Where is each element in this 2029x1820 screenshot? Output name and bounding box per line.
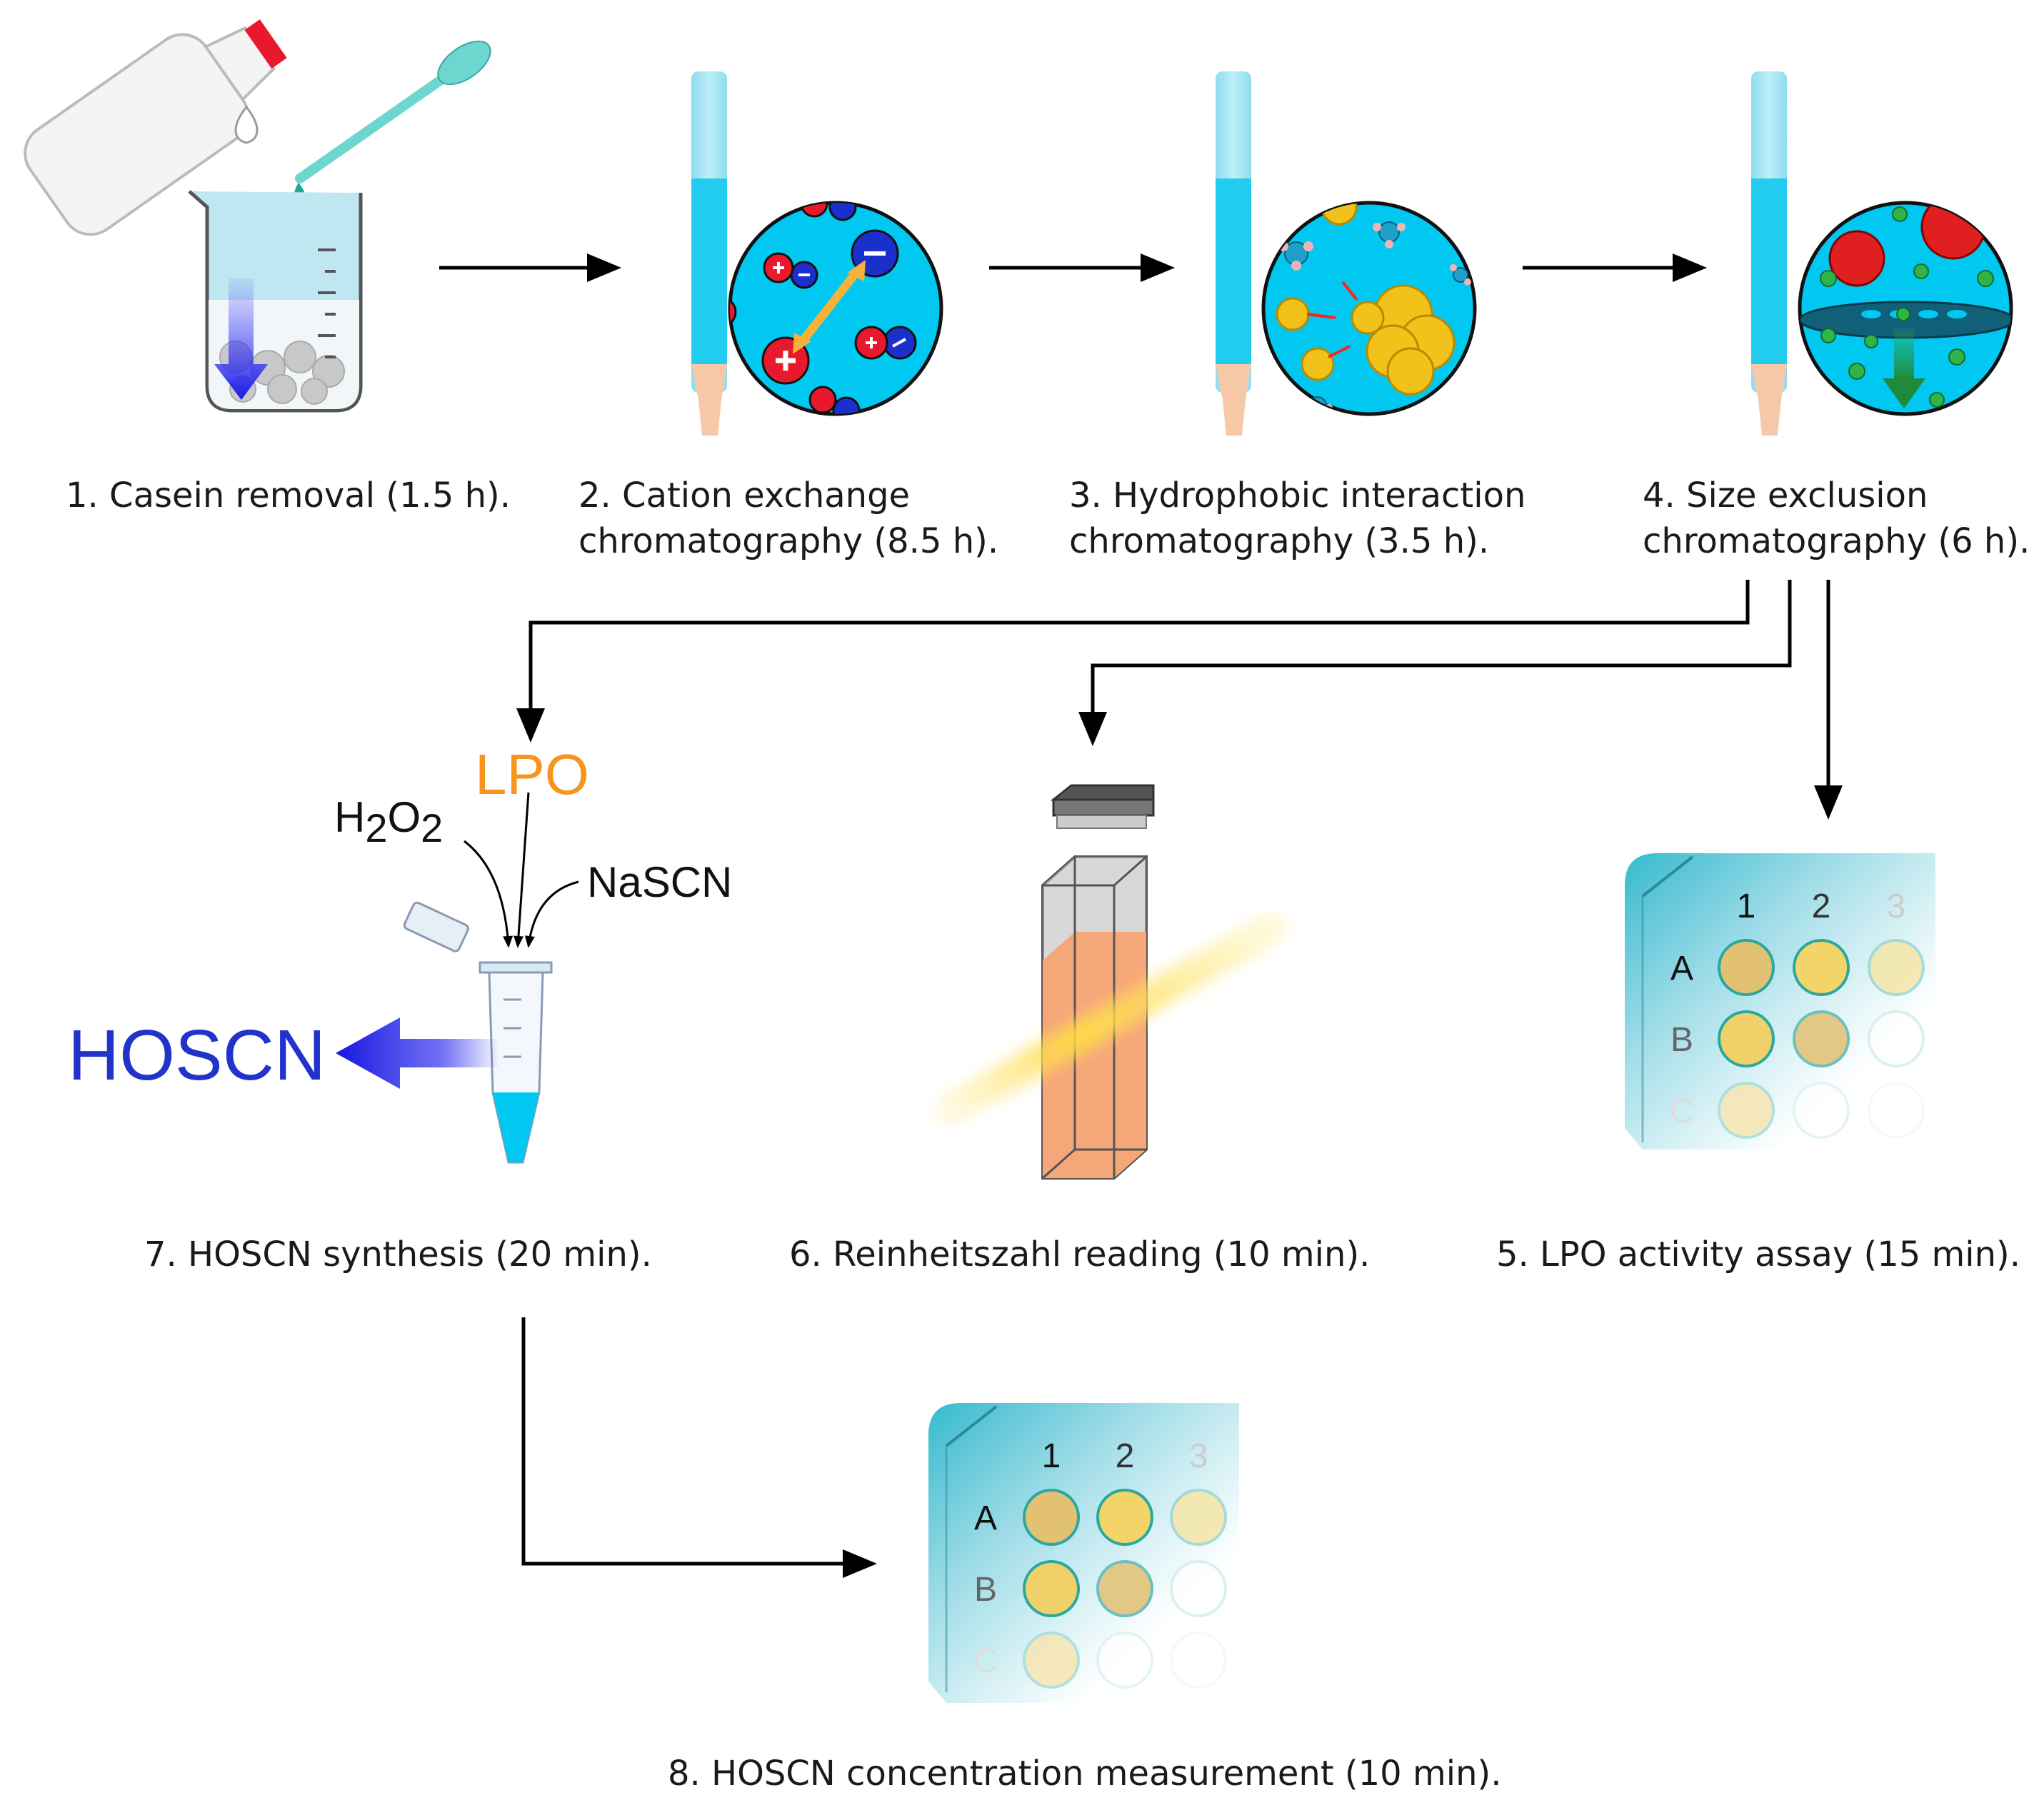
well-plate-icon-2: 1 2 3 A B C (928, 1403, 1239, 1703)
plate-col-1: 1 (1737, 888, 1756, 925)
h2o2-sub-2: 2 (421, 805, 443, 850)
nascn-label: NaSCN (587, 858, 732, 906)
hoscn-label: HOSCN (68, 1015, 326, 1095)
branch-arrows (516, 580, 1843, 1578)
plate2-row-b: B (974, 1571, 997, 1609)
step-4-caption-line-2: chromatography (6 h). (1643, 521, 2029, 561)
step-7-caption: 7. HOSCN synthesis (20 min). (144, 1235, 652, 1274)
plate-col-2: 2 (1812, 888, 1831, 925)
step-4-caption-line-1: 4. Size exclusion (1643, 476, 1928, 516)
cation-exchange-icon (691, 71, 943, 436)
step-8-caption: 8. HOSCN concentration measurement (10 m… (668, 1754, 1502, 1794)
h2o2-h: H (334, 793, 365, 841)
plate-row-a: A (1670, 950, 1693, 987)
step-3-caption-line-2: chromatography (3.5 h). (1069, 521, 1490, 561)
step-3-caption-line-1: 3. Hydrophobic interaction (1069, 476, 1526, 516)
casein-removal-icon (24, 19, 491, 413)
h2o2-sub-1: 2 (365, 805, 387, 850)
plate-col-3: 3 (1887, 888, 1906, 925)
hoscn-synthesis-icon (336, 792, 579, 1164)
step-6-caption: 6. Reinheitszahl reading (10 min). (789, 1235, 1371, 1274)
plate2-col-2: 2 (1116, 1437, 1135, 1475)
plate2-col-3: 3 (1189, 1437, 1208, 1475)
step-5-caption: 5. LPO activity assay (15 min). (1496, 1235, 2021, 1274)
lpo-label: LPO (475, 743, 589, 806)
h2o2-o: O (388, 793, 421, 841)
well-plate-icon: 1 2 3 A B C (1625, 853, 1935, 1150)
plate-row-c: C (1670, 1092, 1695, 1130)
h2o2-label: H2O2 (334, 793, 443, 850)
step-2-caption-line-2: chromatography (8.5 h). (578, 521, 999, 561)
size-exclusion-icon (1751, 71, 2013, 436)
step-2-caption-line-1: 2. Cation exchange (578, 476, 911, 516)
plate2-row-a: A (974, 1499, 997, 1537)
step-1-caption: 1. Casein removal (1.5 h). (66, 476, 511, 516)
plate-row-b: B (1670, 1021, 1693, 1059)
cuvette-icon (934, 784, 1287, 1180)
plate2-row-c: C (973, 1642, 998, 1680)
hydrophobic-interaction-icon (1216, 71, 1477, 436)
plate2-col-1: 1 (1042, 1437, 1061, 1475)
